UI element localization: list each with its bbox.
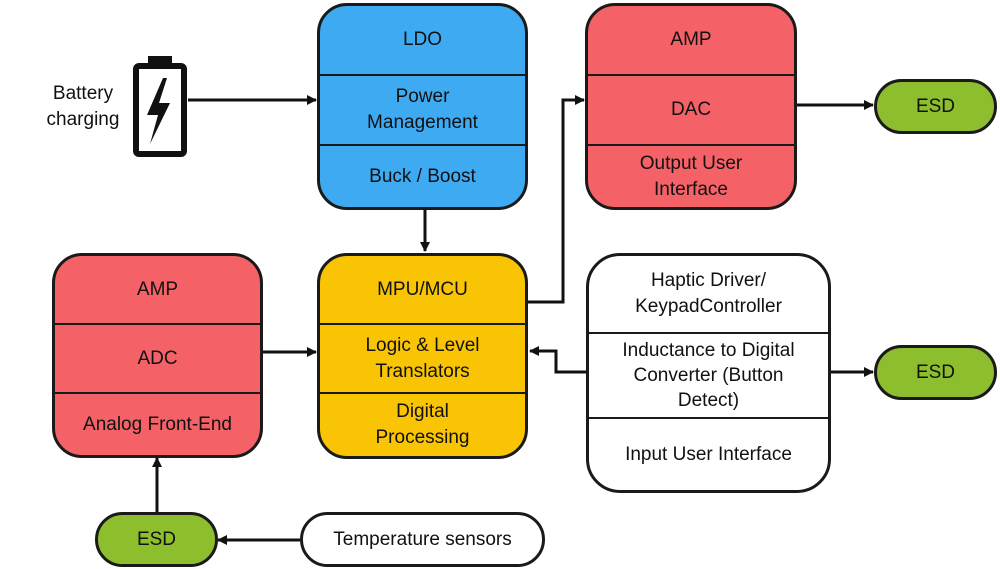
mcu-block: MPU/MCU Logic & Level Translators Digita…	[317, 253, 528, 459]
logic-line2: Translators	[375, 360, 470, 382]
digital-processing-section: Digital Processing	[320, 392, 525, 456]
battery-charging-label: Battery charging	[28, 81, 138, 133]
ldc-line1: Inductance to Digital	[622, 340, 795, 361]
input-to-mcu-arrow	[529, 346, 586, 374]
output-ui-line2: Interface	[654, 178, 728, 200]
esd-sensor-label: ESD	[136, 528, 177, 550]
afe-amp-label: AMP	[136, 278, 179, 300]
output-block: AMP DAC Output User Interface	[585, 3, 797, 210]
dac-section: DAC	[588, 74, 794, 144]
esd-input-pill: ESD	[874, 345, 997, 400]
esd-output-pill: ESD	[874, 79, 997, 134]
haptic-driver-section: Haptic Driver/ KeypadController	[589, 256, 828, 332]
output-amp-label: AMP	[670, 29, 712, 50]
afe-section: Analog Front-End	[55, 392, 260, 455]
battery-label-line2: charging	[46, 109, 120, 130]
temperature-sensors-label: Temperature sensors	[333, 528, 512, 550]
battery-charging-icon	[133, 56, 187, 157]
haptic-line2: KeypadController	[635, 296, 782, 317]
temperature-sensors-pill: Temperature sensors	[300, 512, 545, 567]
battery-label-line1: Battery	[52, 83, 114, 104]
adc-section: ADC	[55, 323, 260, 392]
analog-front-end-block: AMP ADC Analog Front-End	[52, 253, 263, 458]
esd-output-label: ESD	[915, 95, 956, 117]
adc-label: ADC	[137, 347, 178, 369]
afe-amp-section: AMP	[55, 256, 260, 323]
ldc-line2: Converter (Button	[633, 365, 784, 386]
esd-input-label: ESD	[915, 361, 956, 383]
ldc-line3: Detect)	[677, 390, 740, 411]
mcu-label: MPU/MCU	[377, 278, 468, 300]
output-ui-line1: Output User	[639, 152, 743, 174]
haptic-line1: Haptic Driver/	[650, 270, 767, 291]
esd-sensor-pill: ESD	[95, 512, 218, 567]
power-block: LDO Power Management Buck / Boost	[317, 3, 528, 210]
logic-line1: Logic & Level	[365, 334, 480, 356]
output-amp-section: AMP	[588, 6, 794, 74]
ldo-section: LDO	[320, 6, 525, 74]
digital-line2: Processing	[375, 427, 470, 448]
logic-translators-section: Logic & Level Translators	[320, 323, 525, 392]
mcu-section: MPU/MCU	[320, 256, 525, 323]
ldo-label: LDO	[402, 29, 443, 50]
input-ui-label: Input User Interface	[625, 443, 792, 465]
power-mgmt-line2: Management	[367, 112, 478, 133]
digital-line1: Digital	[396, 401, 449, 422]
inductance-digital-section: Inductance to Digital Converter (Button …	[589, 332, 828, 417]
input-ui-section: Input User Interface	[589, 417, 828, 490]
input-ui-block: Haptic Driver/ KeypadController Inductan…	[586, 253, 831, 493]
power-mgmt-line1: Power	[395, 86, 450, 107]
output-ui-section: Output User Interface	[588, 144, 794, 207]
buck-boost-section: Buck / Boost	[320, 144, 525, 207]
power-management-section: Power Management	[320, 74, 525, 144]
mcu-to-output-arrow	[528, 95, 585, 304]
afe-label: Analog Front-End	[83, 413, 232, 435]
buck-boost-label: Buck / Boost	[369, 165, 476, 187]
dac-label: DAC	[670, 99, 712, 120]
